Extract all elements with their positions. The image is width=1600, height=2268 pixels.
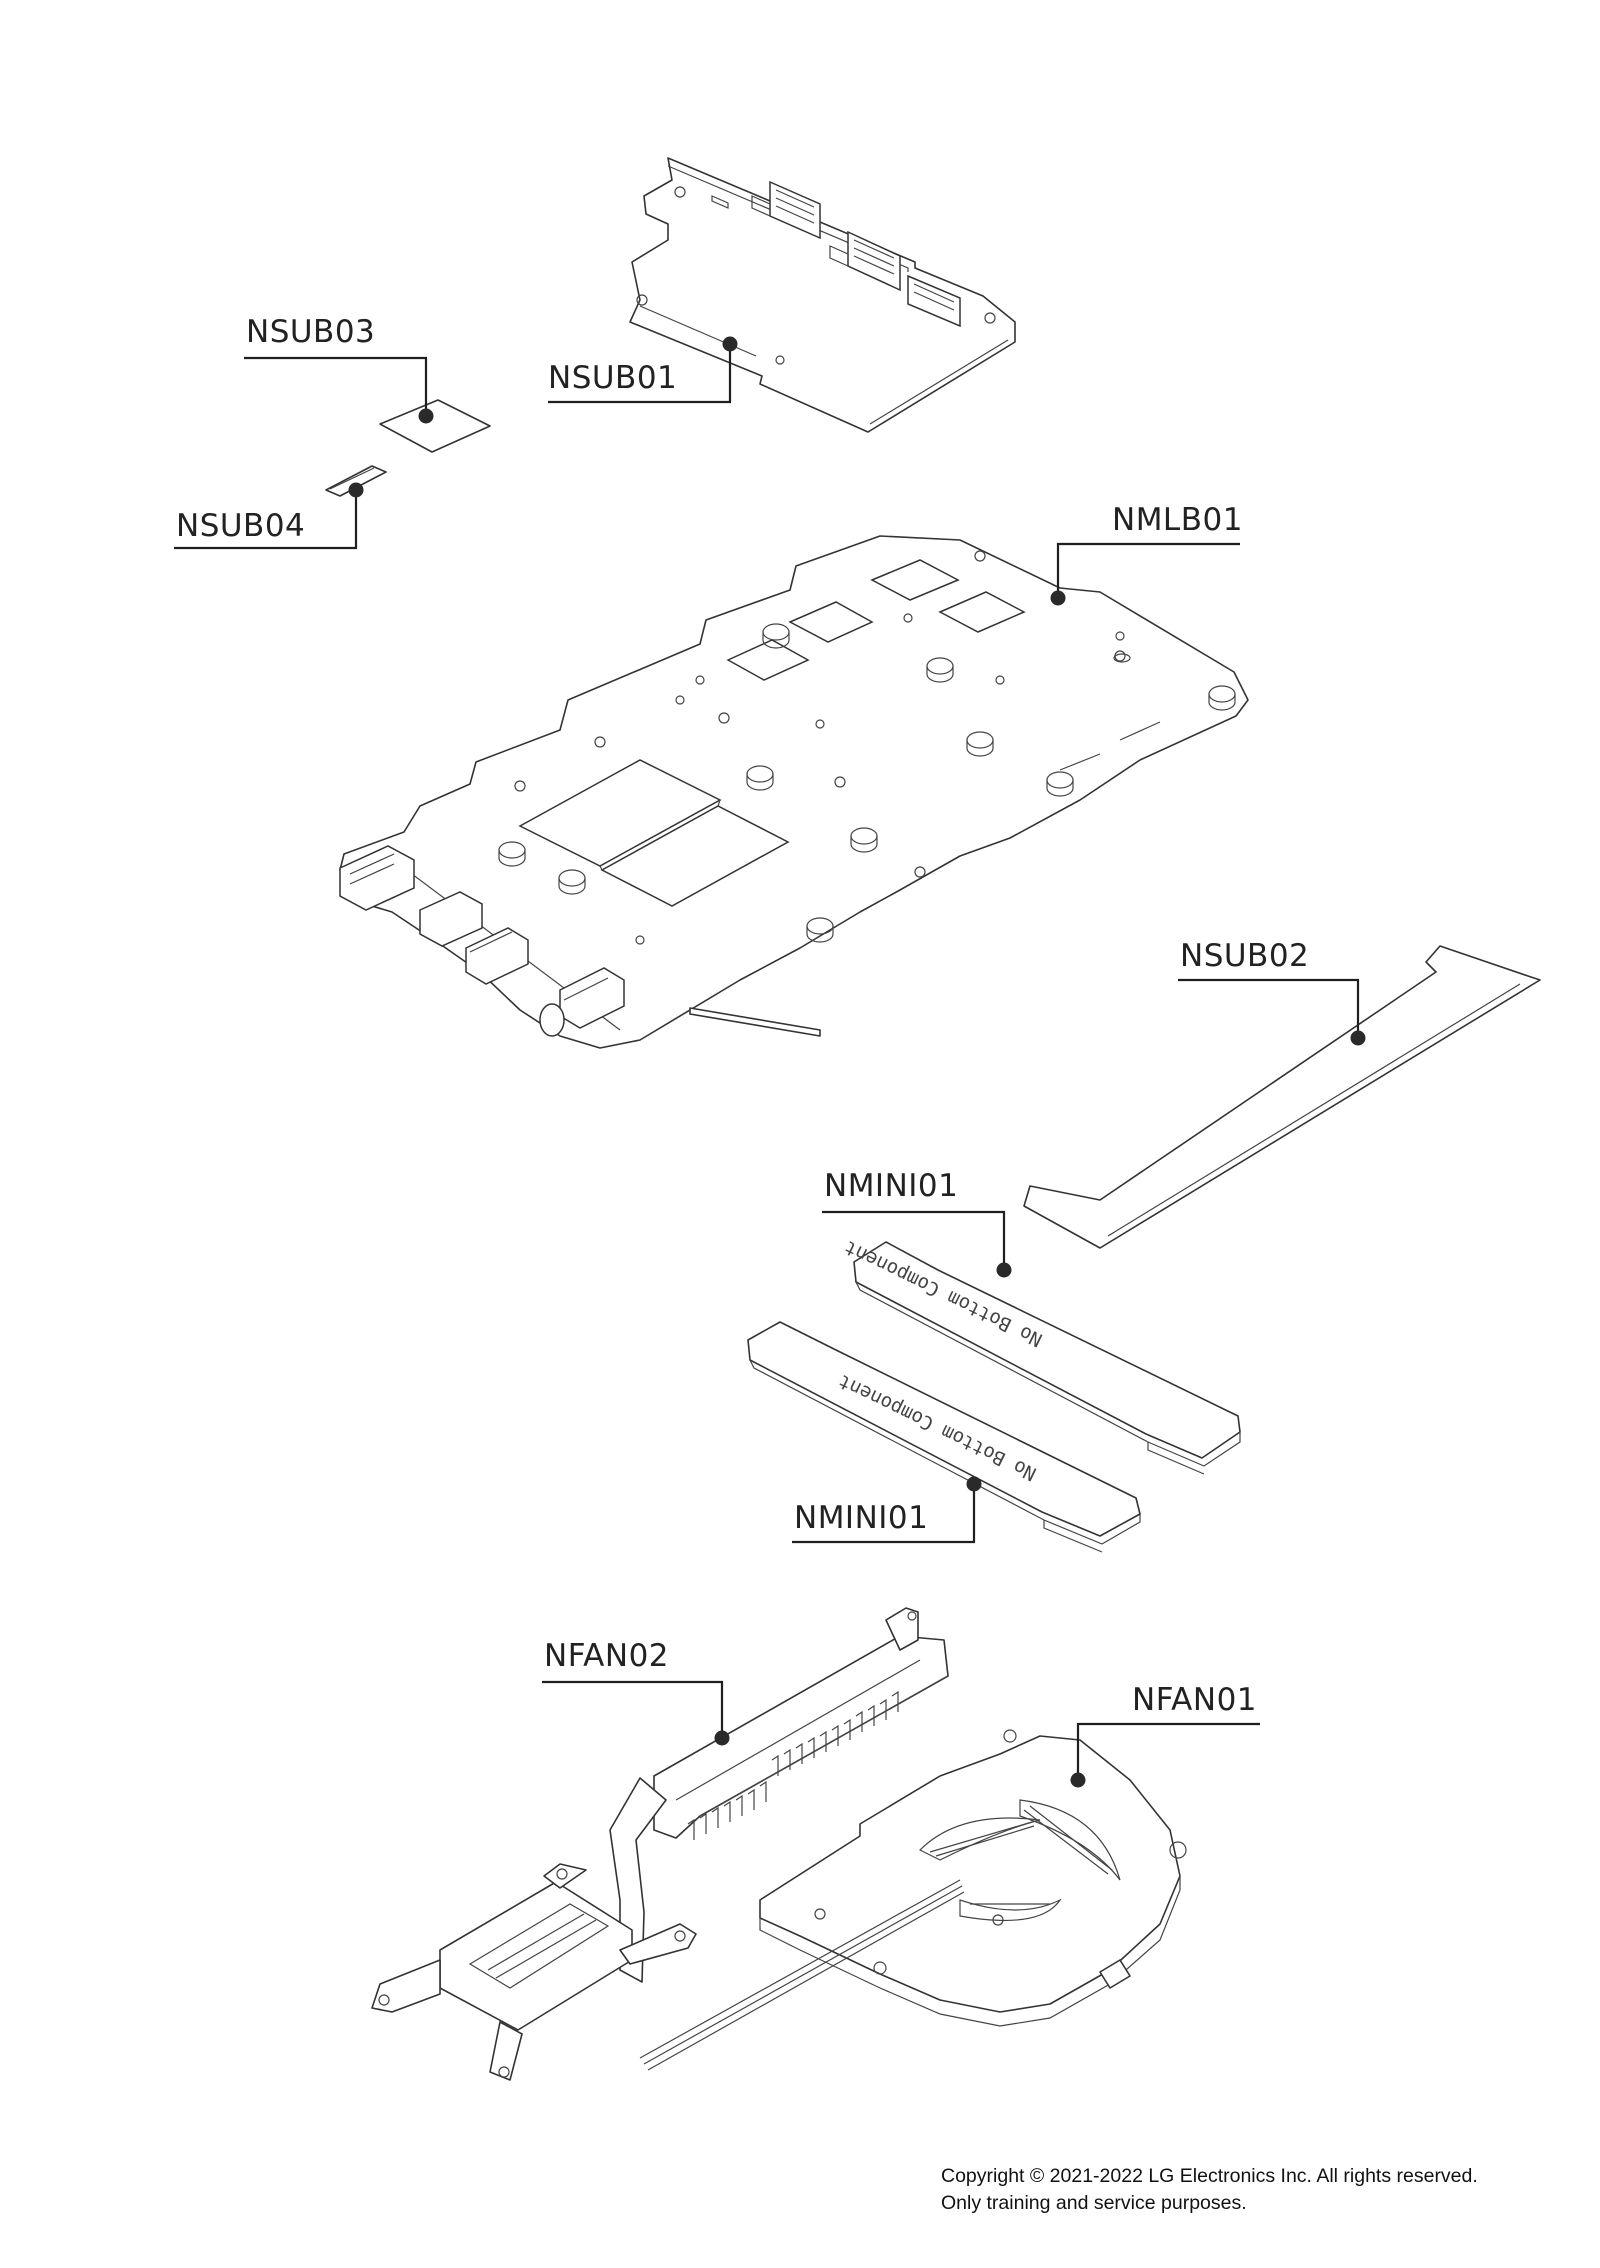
label-nmini01-bottom: NMINI01 (794, 1500, 928, 1536)
label-nmlb01: NMLB01 (1112, 502, 1243, 538)
callout-nsub01: NSUB01 (548, 336, 738, 404)
module-print-text-bottom: No Bottom Component (835, 1370, 1040, 1485)
label-nfan02: NFAN02 (544, 1638, 669, 1674)
copyright-line: Copyright © 2021-2022 LG Electronics Inc… (941, 2165, 1478, 2187)
callout-nsub03: NSUB03 (244, 314, 434, 424)
fan-nfan01 (639, 1729, 1187, 2071)
tape-nsub04 (325, 465, 387, 497)
purpose-line: Only training and service purposes. (941, 2192, 1247, 2214)
copyright-footer: Copyright © 2021-2022 LG Electronics Inc… (941, 2163, 1478, 2217)
usb-port-1 (751, 180, 821, 240)
callout-nsub04: NSUB04 (174, 482, 364, 550)
sub-board-nsub01 (629, 157, 1016, 433)
label-nsub03: NSUB03 (246, 314, 375, 350)
label-nsub01: NSUB01 (548, 360, 677, 396)
label-nsub02: NSUB02 (1180, 938, 1309, 974)
label-nmini01-top: NMINI01 (824, 1168, 958, 1204)
label-nfan01: NFAN01 (1132, 1682, 1257, 1718)
main-board-nmlb01 (339, 535, 1249, 1049)
callout-nsub02: NSUB02 (1178, 938, 1366, 1046)
label-nsub04: NSUB04 (176, 508, 305, 544)
usb-port-2 (829, 230, 901, 292)
thermal-pad-nsub03 (379, 399, 491, 453)
flex-cable-nsub02 (1023, 945, 1541, 1249)
board-connectors (339, 845, 625, 1037)
callout-nmini01-bottom: NMINI01 (792, 1476, 982, 1544)
callout-nmlb01: NMLB01 (1050, 502, 1243, 606)
card-reader (907, 274, 961, 328)
callout-nfan01: NFAN01 (1070, 1682, 1260, 1788)
callout-nmini01-top: NMINI01 (822, 1168, 1012, 1278)
heatsink-nfan02 (371, 1607, 949, 2081)
callout-nfan02: NFAN02 (542, 1638, 730, 1746)
